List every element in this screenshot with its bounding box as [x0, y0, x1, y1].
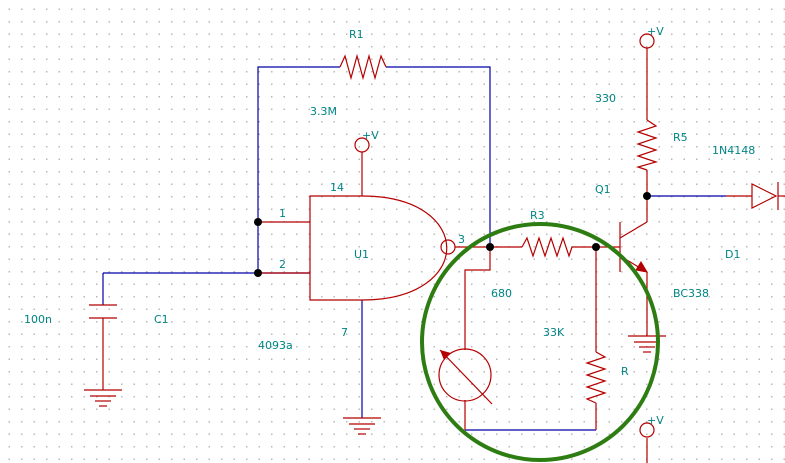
ground-c1-icon: [84, 389, 122, 407]
r3-resistor[interactable]: [521, 236, 573, 258]
u1-output-bubble: [440, 239, 456, 255]
q1-value-label: BC338: [673, 287, 709, 300]
junction-pin2: [254, 269, 262, 277]
u1-nand-gate[interactable]: [309, 195, 456, 301]
r1-ref-label: R1: [349, 28, 364, 41]
vcc-bottom-icon: [639, 422, 655, 438]
vcc-u1-label: +V: [362, 129, 379, 142]
ground-q1-icon: [628, 335, 666, 353]
r3-ref-label: R3: [530, 209, 545, 222]
junction-pin1: [254, 218, 262, 226]
r-resistor[interactable]: [585, 351, 607, 404]
junction-output: [486, 243, 494, 251]
u1-ref-label: U1: [354, 248, 369, 261]
r-value-label: 33K: [543, 326, 565, 339]
labels: R1 3.3M +V 14 1 2 3 U1 7 4093a 100n C1 R…: [24, 25, 755, 427]
c1-ref-label: C1: [154, 313, 169, 326]
d1-ref-label: D1: [725, 248, 740, 261]
c1-capacitor[interactable]: [89, 304, 117, 390]
wires-red: [258, 48, 785, 463]
junction-collector: [643, 192, 651, 200]
r5-value-label: 330: [595, 92, 616, 105]
u1-pin2-label: 2: [279, 258, 286, 271]
u1-pin1-label: 1: [279, 207, 286, 220]
highlight-circle: [420, 222, 660, 462]
u1-pin7-label: 7: [341, 326, 348, 339]
r1-feedback-wire: [257, 66, 340, 273]
u1-value-label: 4093a: [258, 339, 293, 352]
vcc-top-label: +V: [647, 25, 664, 38]
r1-to-output-wire: [386, 66, 491, 247]
r3-value-label: 680: [491, 287, 512, 300]
u1-pin3-label: 3: [458, 233, 465, 246]
c1-value-label: 100n: [24, 313, 52, 326]
u1-pin14-label: 14: [330, 181, 344, 194]
sensor-top-wire: [464, 247, 491, 350]
r1-resistor[interactable]: [339, 53, 387, 81]
wires-blue: [102, 66, 726, 431]
junctions: [254, 192, 651, 277]
vcc-top-icon: [639, 33, 655, 49]
d1-value-label: 1N4148: [712, 144, 755, 157]
vcc-u1-icon: [354, 137, 370, 153]
d1-diode[interactable]: [726, 182, 779, 210]
ground-u1-icon: [343, 417, 381, 435]
r-ref-label: R: [621, 365, 629, 378]
sensor-meter[interactable]: [438, 348, 493, 405]
q1-transistor[interactable]: [619, 221, 648, 273]
r1-value-label: 3.3M: [310, 105, 337, 118]
q1-ref-label: Q1: [595, 183, 611, 196]
r5-resistor[interactable]: [635, 119, 659, 171]
vcc-bottom-label: +V: [647, 414, 664, 427]
junction-base: [592, 243, 600, 251]
r5-ref-label: R5: [673, 131, 688, 144]
